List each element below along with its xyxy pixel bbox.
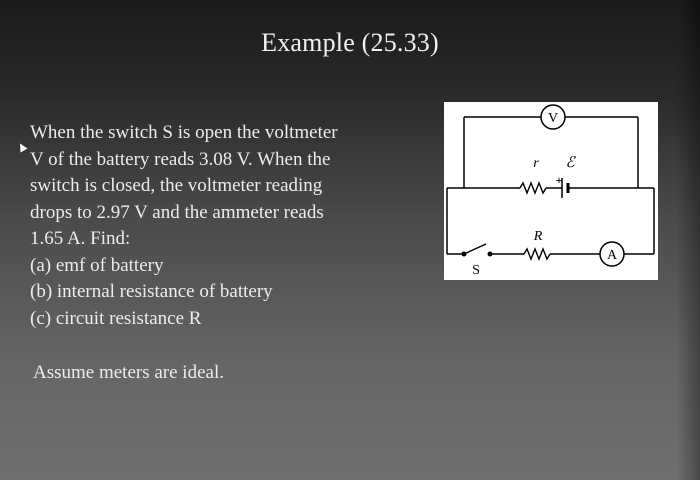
polarity-label: + — [556, 173, 563, 187]
emf-label: ℰ — [565, 155, 576, 171]
screen-edge-shadow — [676, 0, 700, 480]
switch-label: S — [472, 263, 480, 278]
voltmeter-icon — [540, 104, 566, 130]
internal-resistance-label: r — [533, 156, 539, 171]
ammeter-label: A — [607, 248, 618, 263]
question-b: (b) internal resistance of battery — [30, 281, 273, 302]
load-resistance-label: R — [533, 229, 543, 244]
problem-line: V of the battery reads 3.08 V. When the — [30, 148, 331, 170]
problem-statement: When the switch S is open the voltmeter … — [30, 120, 430, 332]
question-a: (a) emf of battery — [30, 254, 164, 276]
switch-blade-icon — [463, 243, 487, 255]
problem-line: switch is closed, the voltmeter reading — [30, 175, 323, 196]
load-resistor-icon — [523, 247, 551, 261]
problem-line: 1.65 A. Find: — [30, 228, 131, 249]
internal-resistor-icon — [519, 181, 547, 195]
mouse-pointer-icon — [16, 141, 28, 153]
problem-line: When the switch S is open the voltmeter — [30, 122, 338, 143]
question-c: (c) circuit resistance R — [30, 307, 202, 329]
assumption-note: Assume meters are ideal. — [33, 362, 224, 383]
problem-line: drops to 2.97 V and the ammeter reads — [30, 201, 324, 223]
slide-title: Example (25.33) — [261, 28, 439, 57]
voltmeter-label: V — [548, 111, 558, 126]
circuit-diagram: V r ℰ + S R A — [444, 102, 658, 280]
